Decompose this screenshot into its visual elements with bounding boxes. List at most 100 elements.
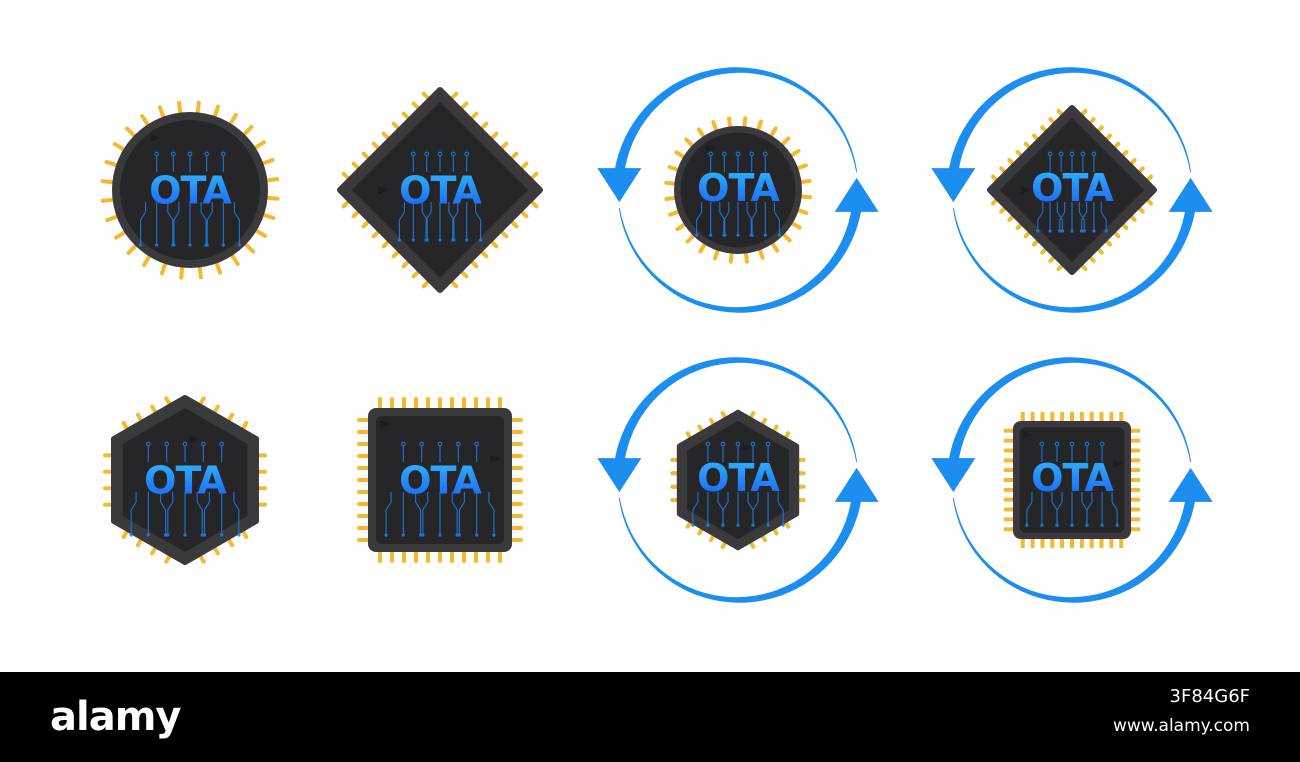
ota-icon-2: OTA [337,87,543,293]
chip-hexagon: OTA [670,409,806,551]
chip-pin [212,104,221,119]
chip-pin [243,242,255,254]
arrowhead-up-icon [1168,177,1213,212]
circuit-traces-icon [691,441,785,527]
chip-pin [126,243,138,255]
chip-pin [743,251,749,264]
ota-label: OTA [144,459,227,503]
arrowhead-down-icon [931,458,976,493]
chip-pin [696,127,706,139]
ota-icon-7: OTA [597,357,879,603]
ota-icon-1: OTA [100,100,280,280]
chip-pin [712,248,720,261]
chip-pin [261,157,275,166]
image-id: 3F84G6F [1169,686,1250,707]
chip-pin [796,208,809,216]
refresh-arrows-icon [931,357,1213,603]
chip-pin [100,179,115,185]
chip-diamond: OTA [987,105,1157,275]
chip-pin [799,194,812,200]
ota-label: OTA [697,166,780,210]
circuit-traces-icon [139,151,241,247]
ota-label: OTA [1031,166,1114,210]
ota-label: OTA [697,456,780,500]
brand-logo: alamy [50,694,181,740]
chip-pin [261,212,276,221]
circuit-traces-icon [384,441,496,537]
chip-pin [698,242,707,254]
ota-icon-3: OTA [597,67,879,313]
ota-icon-6: OTA [357,397,523,563]
chip-pin [675,222,687,232]
circuit-traces-icon [1036,151,1108,233]
chip-pin [242,125,254,137]
chip-pin [112,142,126,152]
chip-pin [230,253,240,266]
chip-notch-icon [1021,186,1032,194]
chip-notch-icon [1022,430,1033,439]
chip-pin [780,136,791,147]
chip-pin [756,119,764,132]
chip-pin [140,114,150,127]
chip-notch-icon [490,455,500,463]
chip-pin [796,163,808,171]
chip-pin [769,126,778,138]
chip-pin [125,126,137,138]
chip-pin [789,148,801,158]
circuit-traces-icon [1025,441,1119,527]
chip-pin [727,116,733,129]
chip-pin [177,100,183,115]
chip-pin [104,159,119,168]
chip-die [352,102,528,278]
illustration-canvas: OTA OTA OTA OTA OTA OTA OTA OTA [100,67,1213,603]
chip-pin [197,265,203,280]
chip-die [680,132,796,248]
chip-pin [114,230,127,240]
chip-pin [254,228,268,238]
ota-label: OTA [149,169,232,213]
arrowhead-up-icon [834,177,879,212]
chip-notch-icon [1113,459,1123,468]
chip-die [122,408,248,552]
ota-label: OTA [399,459,482,503]
arrowhead-down-icon [597,168,642,203]
chip-pin [100,197,115,203]
chip-pin [684,137,695,148]
chip-square: OTA [357,397,523,563]
chip-square: OTA [1003,411,1141,549]
arrowhead-up-icon [834,467,879,502]
chip-pin [668,209,680,217]
chip-diamond: OTA [337,87,543,293]
chip-pin [157,105,166,119]
chip-pin [159,261,168,276]
ota-label: OTA [1031,456,1114,500]
chip-pin [265,177,280,183]
site-url: www.alamy.com [1112,716,1250,736]
arrowhead-up-icon [1168,467,1213,502]
chip-pin [228,112,238,126]
ota-icon-8: OTA [931,357,1213,603]
watermark-footer: alamy 3F84G6F www.alamy.com [0,672,1300,762]
chip-pin [214,261,223,275]
ota-icon-5: OTA [102,395,268,565]
arrowhead-down-icon [597,458,642,493]
chip-pin [253,140,266,150]
chip-pin [685,233,696,244]
chip-circle: OTA [664,116,812,264]
chip-pin [265,195,280,201]
chip-pin [105,214,119,223]
chip-notch-icon [706,143,717,152]
chip-pin [770,241,780,253]
chip-pin [799,179,812,185]
chip-hexagon: OTA [102,395,268,565]
chip-notch-icon [741,443,752,452]
refresh-arrows-icon [931,67,1213,313]
chip-circle: OTA [100,100,280,280]
chip-pin [757,248,765,260]
chip-pin [781,232,792,243]
ota-label: OTA [399,169,482,213]
chip-pin [142,254,152,268]
chip-notch-icon [151,133,161,142]
circuit-traces-icon [129,441,241,537]
chip-pin [179,265,185,280]
